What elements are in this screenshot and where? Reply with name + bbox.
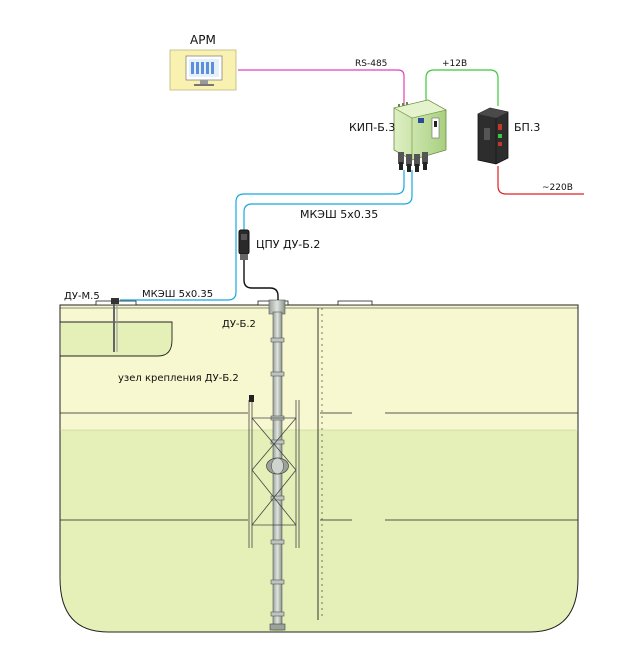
tank-upper-zone	[60, 305, 578, 430]
dum-probe	[111, 298, 119, 352]
cable-wire-inner	[243, 170, 413, 230]
du-label: ДУ-Б.2	[222, 319, 256, 330]
cpu-unit	[238, 229, 250, 260]
rs485-wire	[238, 69, 405, 106]
plus12-label: +12В	[442, 59, 467, 69]
cpu-cable	[243, 260, 279, 300]
cable-top-label: МКЭШ 5х0.35	[300, 208, 378, 221]
kip-unit	[393, 99, 447, 172]
bp-unit	[477, 107, 509, 165]
tank	[59, 300, 579, 633]
bp-label: БП.3	[514, 121, 540, 134]
dum-label: ДУ-М.5	[64, 291, 100, 302]
power-wire	[425, 69, 499, 106]
mount-label: узел крепления ДУ-Б.2	[118, 373, 239, 384]
rs485-label: RS-485	[355, 59, 387, 69]
v220-label: ~220В	[542, 183, 573, 193]
mounting-frame	[248, 400, 300, 548]
tank-liquid-zone	[60, 430, 578, 632]
kip-label: КИП-Б.3	[349, 121, 395, 134]
arm-workstation	[169, 49, 237, 91]
sub-tank	[59, 321, 173, 357]
cable-low-label: МКЭШ 5х0.35	[142, 289, 213, 300]
mains-wire	[497, 166, 584, 195]
hatch-right	[337, 300, 373, 306]
cpu-label: ЦПУ ДУ-Б.2	[256, 238, 320, 251]
mount-node	[249, 395, 254, 402]
arm-label: АРМ	[190, 33, 216, 47]
cable-wire-outer	[120, 170, 405, 301]
tank-outline	[59, 304, 579, 633]
